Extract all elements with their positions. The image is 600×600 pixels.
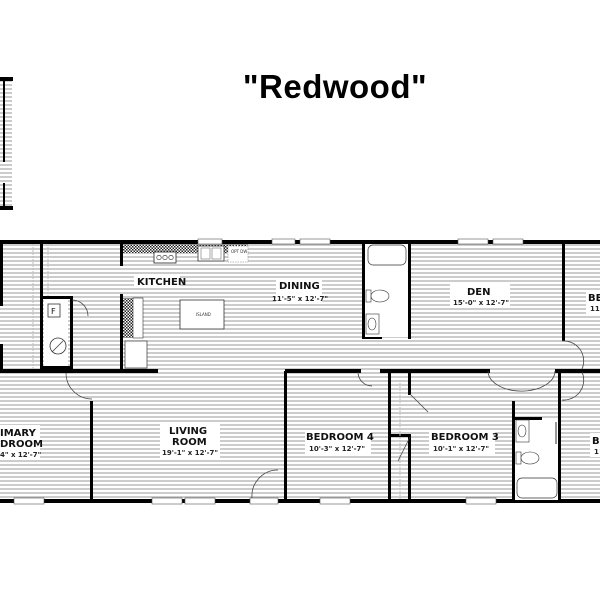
- windows-bottom: [13, 497, 497, 505]
- plan-title: "Redwood": [242, 68, 428, 105]
- room-dims-den: 15'-0" x 12'-7": [453, 299, 509, 307]
- den-bath: [365, 244, 408, 337]
- interior-walls: [0, 242, 600, 501]
- room-dims-bedroom-2: 11: [590, 305, 600, 313]
- room-label-living-2: ROOM: [172, 437, 207, 448]
- room-dims-bedroom-4: 10'-3" x 12'-7": [309, 445, 365, 453]
- hall-lines: [32, 244, 401, 500]
- porch: [0, 77, 13, 210]
- kitchen-counters: [123, 244, 248, 369]
- room-label-living: LIVING: [169, 426, 207, 437]
- room-label-bedroom-5: B: [592, 436, 600, 447]
- bathtub-icon: [367, 244, 407, 266]
- kitchen-island: ISLAND: [179, 299, 225, 330]
- room-dims-bedroom-3: 10'-1" x 12'-7": [433, 445, 489, 453]
- hall-bath: [515, 419, 558, 500]
- room-label-primary-bedroom: IMARY: [0, 428, 37, 439]
- bathtub-icon: [516, 477, 558, 499]
- room-label-dining: DINING: [279, 281, 320, 292]
- toilet-icon: [520, 451, 540, 465]
- utility: F: [44, 300, 68, 366]
- room-label-bedroom-2: BE: [588, 293, 600, 304]
- stove-icon: [153, 251, 177, 264]
- room-dims-living: 19'-1" x 12'-7": [162, 449, 218, 457]
- room-dims-dining: 11'-5" x 12'-7": [272, 295, 328, 303]
- room-dims-primary-bedroom: 4" x 12'-7": [0, 451, 41, 459]
- room-dims-bedroom-5: 1: [594, 448, 599, 456]
- room-label-den: DEN: [467, 287, 491, 298]
- room-label-kitchen: KITCHEN: [137, 277, 186, 288]
- room-label-bedroom-3: BEDROOM 3: [431, 432, 499, 443]
- room-label-primary-bedroom-2: DROOM: [0, 439, 43, 450]
- island-label: ISLAND: [196, 312, 211, 317]
- windows-top: [197, 238, 524, 245]
- dishwasher-label: OPT DW: [231, 249, 247, 254]
- room-labels: KITCHEN DINING 11'-5" x 12'-7" DEN 15'-0…: [0, 274, 600, 460]
- dishwasher: OPT DW: [227, 245, 249, 263]
- toilet-icon: [370, 289, 390, 303]
- room-label-bedroom-4: BEDROOM 4: [306, 432, 374, 443]
- furnace-label: F: [51, 307, 56, 316]
- sink-icon: [367, 317, 377, 331]
- sink-icon: [197, 245, 225, 262]
